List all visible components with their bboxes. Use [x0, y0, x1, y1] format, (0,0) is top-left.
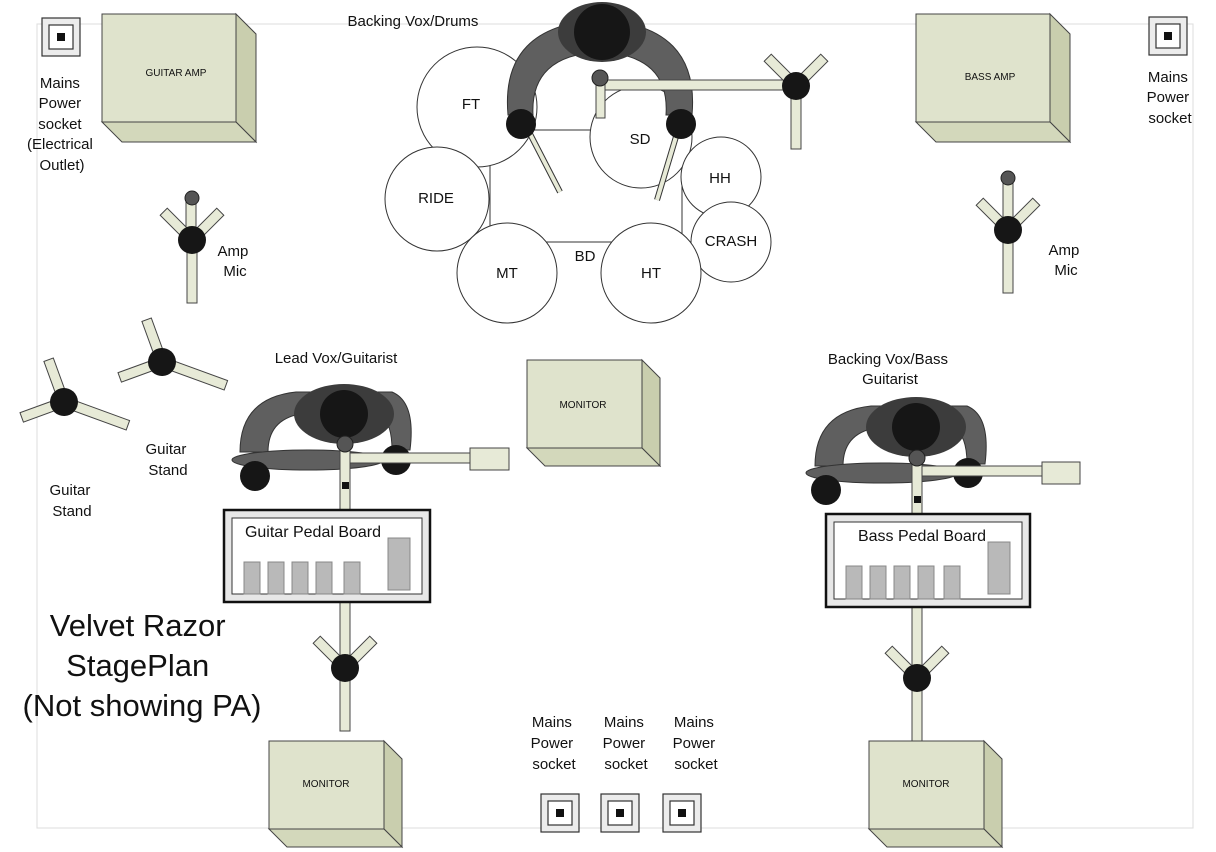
cymbal-ride	[384, 146, 490, 252]
guitar-amp-mic-stand	[159, 190, 225, 304]
mains-left-label: Mains Power socket (Electrical Outlet)	[27, 75, 97, 174]
mains-bottom-label-3: Mains Power socket	[673, 714, 720, 773]
sd-label: SD	[630, 131, 651, 148]
drummer-label: Backing Vox/Drums	[348, 13, 479, 30]
drum-kit: FT SD HH RIDE CRASH MT BD HT	[384, 46, 772, 324]
guitar-stand	[117, 317, 229, 391]
svg-text:GUITAR AMP: GUITAR AMP	[146, 68, 207, 79]
svg-text:MONITOR: MONITOR	[559, 400, 606, 411]
guitar-amp: GUITAR AMP	[101, 13, 257, 143]
bass-amp-mic-stand	[975, 170, 1041, 294]
mains-bottom-label-2: Mains Power socket	[603, 714, 650, 773]
lead-vox-label: Lead Vox/Guitarist	[275, 350, 398, 367]
monitor-left: MONITOR	[268, 740, 403, 848]
ht-label: HT	[641, 265, 661, 282]
ft-label: FT	[462, 96, 480, 113]
hh-label: HH	[709, 170, 731, 187]
svg-text:MONITOR: MONITOR	[302, 779, 349, 790]
power-socket-icon	[662, 793, 702, 833]
bass-amp: BASS AMP	[915, 13, 1071, 143]
guitar-stand-label: Guitar Stand	[49, 482, 94, 520]
power-socket-icon	[540, 793, 580, 833]
guitar-pedal-board	[222, 508, 432, 604]
bd-label: BD	[575, 248, 596, 265]
crash-label: CRASH	[705, 233, 758, 250]
drummer	[506, 2, 696, 201]
guitar-amp-mic-label: Amp Mic	[217, 243, 252, 280]
power-socket-icon	[41, 17, 81, 57]
monitor-right: MONITOR	[868, 740, 1003, 848]
guitar-stand	[19, 357, 131, 431]
monitor-center: MONITOR	[526, 359, 661, 467]
bass-pedal-board	[824, 512, 1032, 609]
power-socket-icon	[600, 793, 640, 833]
mains-right-label: Mains Power socket	[1147, 69, 1194, 127]
guitar-stand-label: Guitar Stand	[145, 441, 190, 479]
drummer-mic-stand	[591, 53, 829, 150]
svg-text:BASS AMP: BASS AMP	[965, 72, 1016, 83]
cymbal-crash	[690, 201, 772, 283]
drum-high-tom	[600, 222, 702, 324]
guitar-pedal-board-label: Guitar Pedal Board	[245, 524, 381, 541]
bass-guitarist-label: Backing Vox/Bass Guitarist	[828, 351, 952, 388]
mt-label: MT	[496, 265, 518, 282]
mains-bottom-label-1: Mains Power socket	[531, 714, 578, 773]
ride-label: RIDE	[418, 190, 454, 207]
bass-pedal-board-label: Bass Pedal Board	[858, 528, 986, 545]
plan-title: Velvet Razor StagePlan (Not showing PA)	[23, 608, 262, 723]
drum-mid-tom	[456, 222, 558, 324]
bass-guitarist	[805, 397, 987, 505]
svg-text:MONITOR: MONITOR	[902, 779, 949, 790]
bass-amp-mic-label: Amp Mic	[1048, 242, 1083, 279]
lead-guitarist	[231, 384, 412, 491]
power-socket-icon	[1148, 16, 1188, 56]
